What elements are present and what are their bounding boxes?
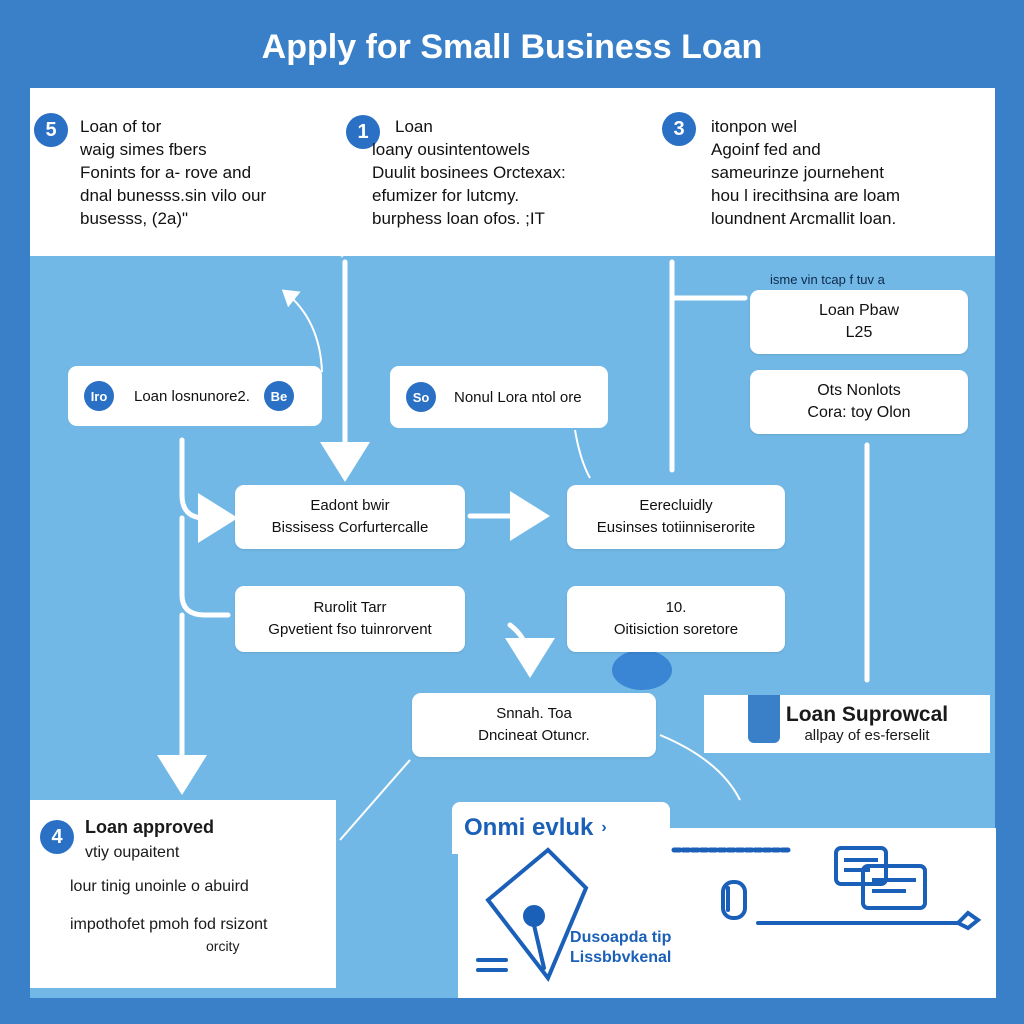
flow-box-e[interactable]: Snnah. Toa Dncineat Otuncr. [412, 693, 656, 757]
step-line: loany ousintentowels [372, 140, 530, 159]
steps-band [30, 88, 995, 256]
arrow-branch-mid [179, 515, 231, 618]
box-line: Loan Pbaw [818, 302, 900, 319]
blue-blob [612, 650, 672, 690]
pill-badge-mid: So [406, 382, 436, 412]
online-card [458, 828, 996, 998]
approved-line: vtiy oupaitent [85, 844, 180, 861]
outcome-marker [748, 695, 780, 743]
outcome-box[interactable]: Loan Suprowcal allpay of es-ferselit [704, 695, 990, 753]
flow-box-b[interactable]: Eerecluidly Eusinses totiinniserorite [567, 485, 785, 549]
approved-line: lour tinig unoinle o abuird [70, 878, 249, 895]
box-line: Gpvetient fso tuinrorvent [268, 621, 432, 638]
pill-badge-left: Iro [84, 381, 114, 411]
chat-bubbles-icon [834, 846, 927, 910]
pill-badge-right: Be [263, 381, 294, 411]
step-line: hou l irecithsina are loam [711, 186, 900, 205]
box-line: Eusinses totiinniserorite [596, 519, 756, 536]
step-line: busesss, (2a)" [80, 209, 189, 228]
online-tab-label: Onmi evluk [464, 814, 594, 841]
box-line: Snnah. Toa [496, 705, 572, 722]
approved-panel: 4 Loan approved vtiy oupaitent lour tini… [30, 800, 336, 988]
step-text-2: Loan [395, 115, 433, 138]
approved-title: Loan approved [85, 817, 215, 837]
step-line: efumizer for lutcmy. [372, 186, 520, 205]
step-line: sameurinze journehent [711, 163, 884, 182]
arrow-branch-top [179, 437, 238, 543]
step-text-2b: loany ousintentowels Duulit bosinees Orc… [372, 138, 566, 230]
step-line: Agoinf fed and [711, 140, 821, 159]
step-line: dnal bunesss.sin vilo our [80, 186, 267, 205]
step-line: itonpon wel [711, 117, 798, 136]
online-line: Dusoapda tip [570, 929, 672, 946]
box-line: Oitisiction soretore [613, 621, 739, 638]
step-badge-3: 3 [662, 112, 696, 146]
link-icon [954, 910, 982, 931]
approved-line: orcity [206, 938, 240, 954]
page-title: Apply for Small Business Loan [261, 28, 763, 66]
step-text-1: Loan of tor waig simes fbers Fonints for… [80, 115, 266, 230]
approved-badge: 4 [40, 820, 74, 854]
step-line: Duulit bosinees Orctexax: [372, 163, 566, 182]
step-line: burphess loan ofos. ;IT [372, 209, 545, 228]
step-badge-2: 1 [346, 115, 380, 149]
right-box-1[interactable]: Loan Pbaw L25 [750, 290, 968, 354]
right-box-2[interactable]: Ots Nonlots Cora: toy Olon [750, 370, 968, 434]
arrow-curve-mid [504, 622, 555, 678]
box-line: Ots Nonlots [817, 382, 901, 399]
pill-left[interactable]: Iro Loan losnunore2. Be [68, 366, 322, 426]
outcome-title: Loan Suprowcal [785, 703, 949, 726]
online-tab[interactable]: Onmi evluk › [452, 802, 670, 854]
outcome-subtitle: allpay of es-ferselit [804, 727, 930, 744]
box-line: Eadont bwir [310, 497, 390, 514]
step-text-3: itonpon wel Agoinf fed and sameurinze jo… [711, 115, 900, 230]
box-line: L25 [845, 324, 873, 341]
step-badge-1: 5 [34, 113, 68, 147]
approved-line: impothofet pmoh fod rsizont [70, 916, 268, 933]
online-caption: Dusoapda tip Lissbbvkenal [570, 928, 671, 968]
box-line: 10. [665, 599, 687, 616]
flow-box-d[interactable]: 10. Oitisiction soretore [567, 586, 785, 652]
curve-to-top [281, 289, 323, 373]
box-line: Rurolit Tarr [313, 599, 387, 616]
step-line: Loan [395, 117, 433, 136]
flow-box-c[interactable]: Rurolit Tarr Gpvetient fso tuinrorvent [235, 586, 465, 652]
box-line: Bissisess Corfurtercalle [271, 519, 429, 536]
line-to-approved [339, 759, 411, 841]
box-line: Eerecluidly [639, 497, 713, 514]
box-line: Cora: toy Olon [807, 404, 911, 421]
curve-to-online [659, 734, 741, 801]
chevron-right-icon: › [601, 819, 607, 836]
box-line: Dncineat Otuncr. [478, 727, 590, 744]
pill-label-left: Loan losnunore2. [134, 387, 250, 405]
step-line: Fonints for a- rove and [80, 163, 252, 182]
pill-mid[interactable]: So Nonul Lora ntol ore [390, 366, 608, 428]
step-line: waig simes fbers [80, 140, 207, 159]
online-line: Lissbbvkenal [570, 949, 672, 966]
step-line: loundnent Arcmallit loan. [711, 209, 897, 228]
right-note: isme vin tcap f tuv a [770, 272, 885, 287]
pin-icon [523, 905, 545, 927]
step-line: Loan of tor [80, 117, 162, 136]
pill-label-mid: Nonul Lora ntol ore [454, 388, 582, 406]
online-illustration [476, 846, 982, 982]
document-icon [485, 847, 589, 982]
curve-mid-pill [574, 429, 591, 479]
flow-box-a[interactable]: Eadont bwir Bissisess Corfurtercalle [235, 485, 465, 549]
